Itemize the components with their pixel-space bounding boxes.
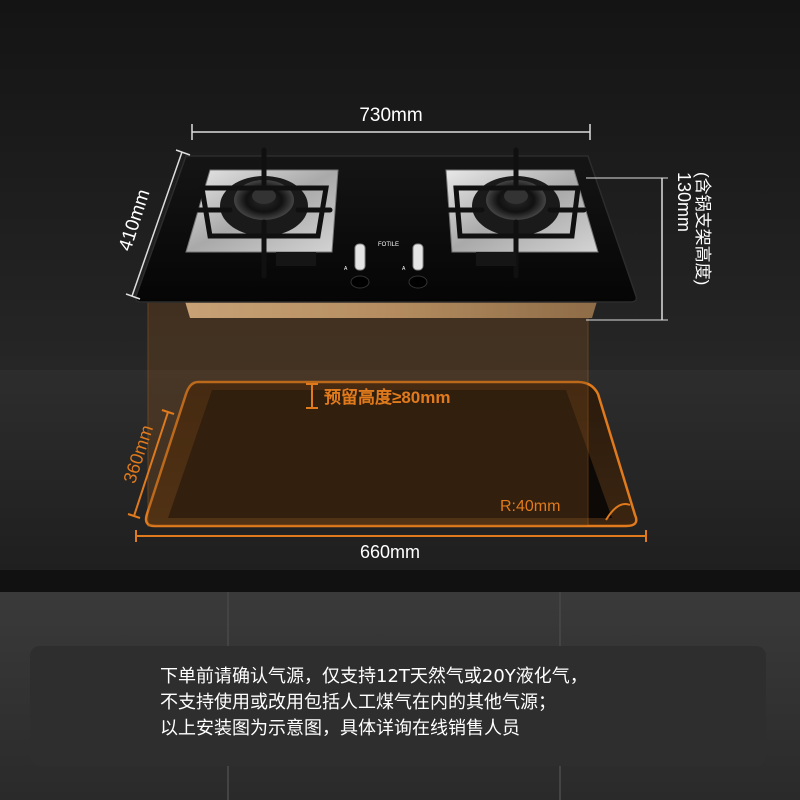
pan-support-right xyxy=(445,147,587,279)
dim-tick xyxy=(125,293,141,300)
gas-source-notice: 下单前请确认气源，仅支持12T天然气或20Y液化气， 不支持使用或改用包括人工煤… xyxy=(30,646,766,766)
radius-arc xyxy=(605,503,631,521)
burner-shadow-left xyxy=(276,252,316,266)
knob-label-right: A xyxy=(402,266,406,272)
brand-logo: FOTILE xyxy=(378,242,399,248)
notice-line: 不支持使用或改用包括人工煤气在内的其他气源； xyxy=(160,692,556,713)
cooktop-projection xyxy=(147,299,589,527)
burner-cap-right xyxy=(504,188,528,204)
dim-line-cutout-depth xyxy=(133,411,169,517)
burner-cap-left xyxy=(252,188,276,204)
dim-tick xyxy=(175,149,191,156)
notice-line: 以上安装图为示意图，具体详询在线销售人员 xyxy=(160,718,520,739)
knob-left[interactable] xyxy=(350,243,370,289)
pan-support-left xyxy=(195,147,333,279)
cutout-width-label: 660mm xyxy=(360,542,420,562)
corner-radius-label: R:40mm xyxy=(500,498,560,515)
height-note: (含锅支架高度) xyxy=(693,172,712,285)
reserved-height-label: 预留高度≥80mm xyxy=(324,387,450,407)
width-label: 730mm xyxy=(359,105,422,126)
dim-tick xyxy=(161,409,175,415)
burner-shadow-right xyxy=(476,252,516,266)
cooktop-underbody xyxy=(184,298,598,318)
knob-right[interactable] xyxy=(408,243,428,289)
knob-label-left: A xyxy=(344,266,348,272)
height-label: 130mm xyxy=(674,172,694,232)
dim-tick xyxy=(127,513,141,519)
notice-line: 下单前请确认气源，仅支持12T天然气或20Y液化气， xyxy=(160,666,588,687)
dim-line-depth xyxy=(131,151,183,297)
countertop-edge xyxy=(0,570,800,592)
cutout-hole xyxy=(168,390,612,518)
